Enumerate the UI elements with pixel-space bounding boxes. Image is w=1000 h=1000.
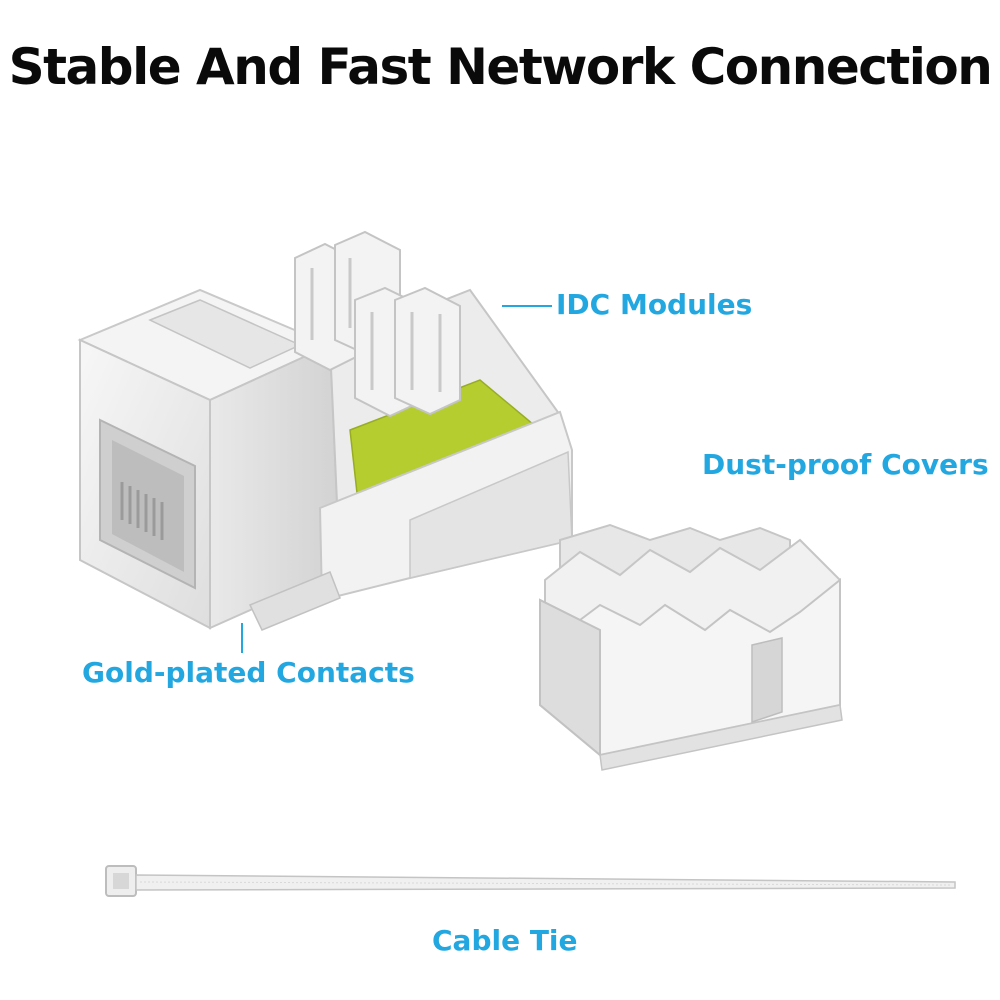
page-title: Stable And Fast Network Connection [8,38,993,96]
cable-tie-label: Cable Tie [432,924,578,957]
idc-leader-line [502,305,552,307]
idc-modules-label: IDC Modules [556,288,753,321]
dust-proof-cover [539,523,843,771]
gold-plated-contacts-label: Gold-plated Contacts [82,656,415,689]
dust-proof-covers-label: Dust-proof Covers [702,448,989,481]
contacts-leader-line [241,623,243,653]
keystone-jack [77,230,573,631]
cable-tie [105,865,956,897]
